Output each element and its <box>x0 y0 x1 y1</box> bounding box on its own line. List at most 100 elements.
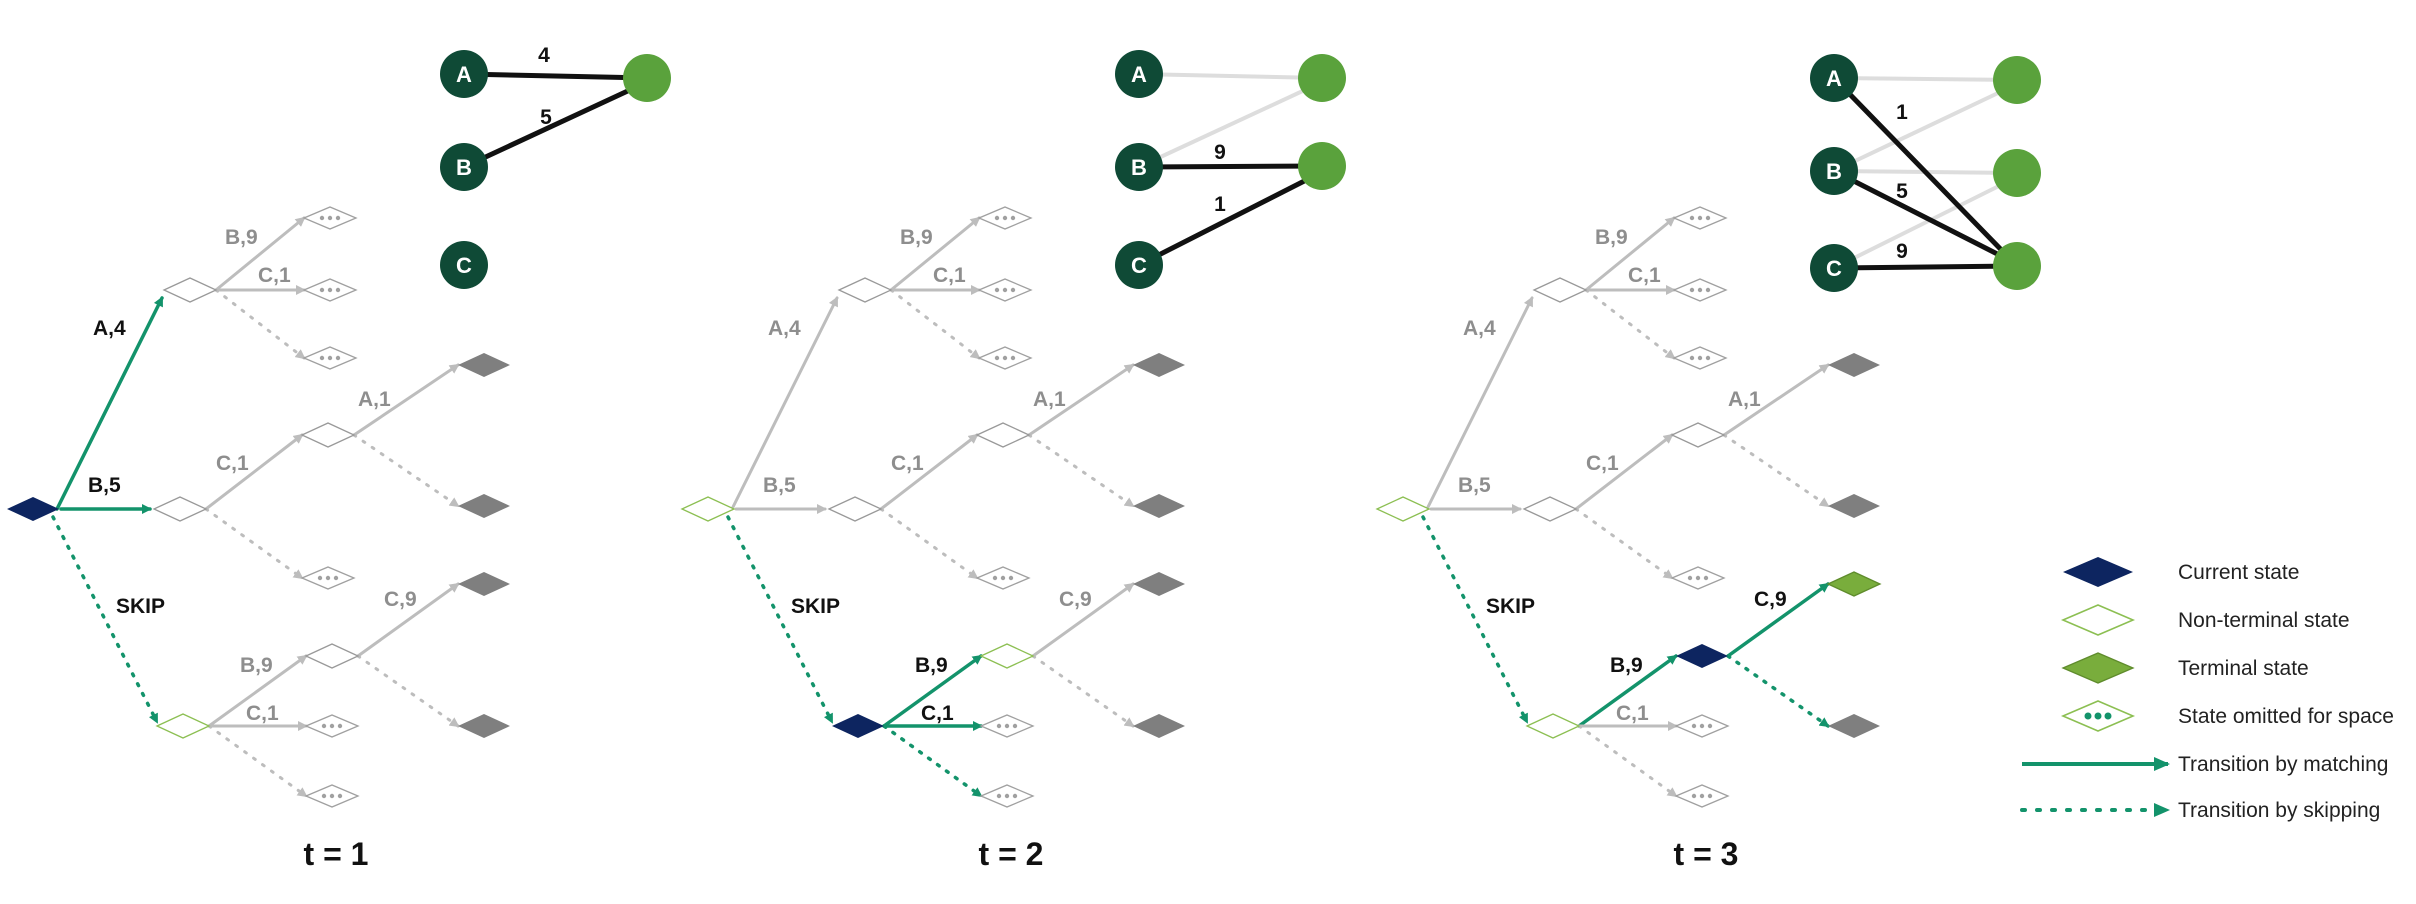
ellipsis-dot-2 <box>337 723 343 729</box>
edge-root-a <box>55 296 164 511</box>
ellipsis-dot-0 <box>2084 712 2092 720</box>
ellipsis-dot-0 <box>317 575 323 581</box>
edge-s-skip <box>882 724 983 798</box>
graph-edge-faded <box>1833 76 2018 82</box>
edge-root-skip <box>726 515 834 724</box>
ellipsis-dot-0 <box>319 287 325 293</box>
ellipsis-dot-2 <box>2104 712 2112 720</box>
legend-label: Transition by matching <box>2178 753 2388 776</box>
ellipsis-dot-1 <box>1004 723 1010 729</box>
ellipsis-dot-2 <box>335 355 341 361</box>
ellipsis-dot-2 <box>1707 793 1713 799</box>
edge-s-skip <box>207 724 308 798</box>
ellipsis-dot-2 <box>1012 723 1018 729</box>
nonterminal-state-sb <box>979 643 1035 669</box>
ellipsis-dot-0 <box>994 355 1000 361</box>
nonterminal-state-skip <box>155 713 211 739</box>
label-s-c: C,1 <box>1616 702 1649 725</box>
label-sb-c: C,9 <box>1059 588 1092 611</box>
edge-root-skip <box>51 515 159 724</box>
graph-edge-a <box>463 71 648 81</box>
ellipsis-dot-0 <box>321 723 327 729</box>
ellipsis-dot-2 <box>1012 793 1018 799</box>
edge-bc-a <box>1027 363 1135 437</box>
label-root-a: A,4 <box>768 317 801 340</box>
ellipsis-dot-1 <box>1699 723 1705 729</box>
ellipsis-dot-2 <box>1705 215 1711 221</box>
omitted-state-a-c <box>302 278 358 302</box>
label-a-c: C,1 <box>933 264 966 287</box>
label-s-c: C,1 <box>246 702 279 725</box>
time-label: t = 3 <box>1674 836 1739 872</box>
edge-a-skip <box>1584 288 1676 360</box>
ellipsis-dot-0 <box>319 355 325 361</box>
current-state-root <box>7 497 59 521</box>
ellipsis-dot-0 <box>1687 575 1693 581</box>
ellipsis-dot-1 <box>1699 793 1705 799</box>
omitted-state-s-skip <box>304 784 360 808</box>
nonterminal-state-a <box>162 277 218 303</box>
graph-left-node-a-circle <box>1810 54 1858 102</box>
omitted-state-s-c <box>979 714 1035 738</box>
label-sb-c: C,9 <box>384 588 417 611</box>
label-root-a: A,4 <box>1463 317 1496 340</box>
label-sb-c: C,9 <box>1754 588 1787 611</box>
ellipsis-dot-1 <box>325 575 331 581</box>
ellipsis-dot-1 <box>327 287 333 293</box>
terminal-state-icon <box>2061 652 2135 684</box>
omitted-state-a-skip <box>1672 346 1728 370</box>
omitted-state-a-skip <box>977 346 1033 370</box>
graph-edge-c <box>1833 263 2018 271</box>
terminal-state-bca <box>458 353 510 377</box>
omitted-state-a-c <box>1672 278 1728 302</box>
omitted-state-b-skip <box>1670 566 1726 590</box>
edge-b-c <box>204 433 304 511</box>
graph-left-node-b-label: B <box>1826 159 1842 184</box>
edge-a-skip <box>889 288 981 360</box>
graph-edge-b <box>462 79 649 170</box>
ellipsis-dot-1 <box>2094 712 2102 720</box>
label-bc-a: A,1 <box>1033 388 1066 411</box>
ellipsis-dot-2 <box>1008 575 1014 581</box>
terminal-state-bc-skip <box>458 494 510 518</box>
edge-s-b <box>882 654 983 728</box>
graph-left-node-a-label: A <box>1131 62 1147 87</box>
graph-right-node-circle <box>1993 242 2041 290</box>
edge-s-b <box>1577 654 1678 728</box>
omitted-state-b-skip <box>975 566 1031 590</box>
ellipsis-dot-2 <box>1705 355 1711 361</box>
ellipsis-dot-1 <box>1004 793 1010 799</box>
terminal-state-bca <box>1133 353 1185 377</box>
nonterminal-state-bc <box>975 422 1031 448</box>
legend-item-omitted: State omitted for space <box>2060 700 2394 732</box>
edge-sb-c <box>1031 582 1135 658</box>
graph-left-node-b-circle <box>440 143 488 191</box>
graph-edge-label: 5 <box>1896 180 1908 203</box>
legend-item-current: Current state <box>2063 557 2299 587</box>
ellipsis-dot-2 <box>337 793 343 799</box>
nonterminal-state-b <box>827 496 883 522</box>
edge-sb-skip <box>1031 654 1135 728</box>
graph-edge-c <box>1137 169 1324 268</box>
label-b-c: C,1 <box>1586 452 1619 475</box>
omitted-state-b-skip <box>300 566 356 590</box>
edge-b-skip <box>204 507 304 580</box>
ellipsis-dot-1 <box>1002 287 1008 293</box>
ellipsis-dot-1 <box>1002 355 1008 361</box>
label-skip: SKIP <box>116 595 165 618</box>
omitted-state-a-b <box>977 206 1033 230</box>
ellipsis-dot-0 <box>321 793 327 799</box>
graph-edge-b <box>1138 163 1323 170</box>
label-s-b: B,9 <box>1610 654 1643 677</box>
graph-edge-faded <box>1138 80 1323 169</box>
terminal-state-bca <box>1828 353 1880 377</box>
graph-right-node-circle <box>623 54 671 102</box>
graph-right-node <box>623 54 671 102</box>
nonterminal-state-b <box>1522 496 1578 522</box>
ellipsis-dot-2 <box>1707 723 1713 729</box>
graph-edge-faded <box>1138 72 1323 80</box>
graph-edge-label: 4 <box>538 44 550 67</box>
current-state-skip <box>832 714 884 738</box>
current-state-icon <box>2063 557 2133 587</box>
terminal-state-sbc <box>458 572 510 596</box>
